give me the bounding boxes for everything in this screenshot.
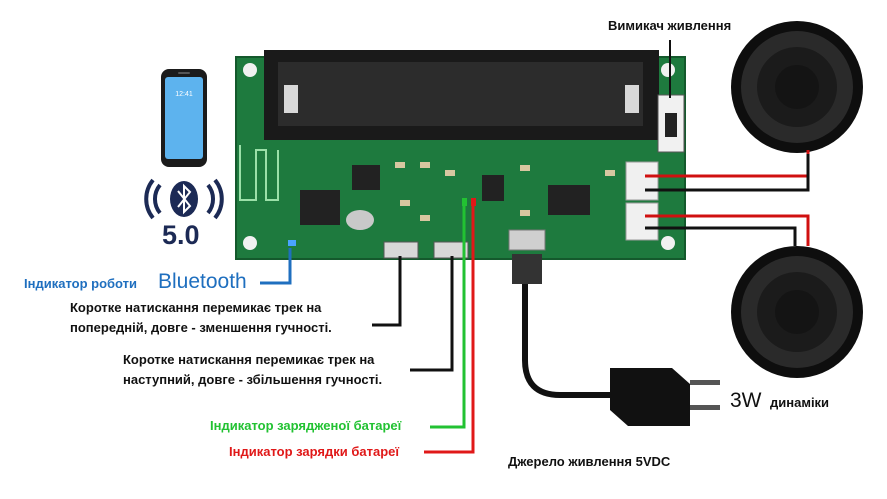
bt-version-label: 5.0 bbox=[162, 220, 200, 250]
charging-indicator-label: Індикатор зарядки батареї bbox=[229, 444, 400, 459]
watt-label: 3W bbox=[730, 389, 762, 412]
bluetooth-icon bbox=[144, 178, 224, 220]
power-switch-label: Вимикач живлення bbox=[608, 18, 732, 33]
phone-icon: 12:41 bbox=[161, 69, 207, 167]
power-adapter bbox=[512, 254, 720, 426]
speaker-top bbox=[731, 21, 863, 153]
charged-indicator-label: Індикатор зарядженої батареї bbox=[210, 418, 402, 433]
callout-lines bbox=[260, 40, 671, 454]
next-button-label: Коротке натискання перемикає трек на нас… bbox=[123, 352, 383, 387]
bluetooth-label: Bluetooth bbox=[158, 270, 247, 293]
prev-button-label: Коротке натискання перемикає трек на поп… bbox=[70, 300, 332, 335]
speaker-bottom bbox=[731, 246, 863, 378]
work-indicator-label: Індикатор роботи bbox=[24, 276, 138, 291]
speaker-wires bbox=[645, 150, 810, 246]
power-source-label: Джерело живлення 5VDC bbox=[508, 454, 671, 469]
svg-text:12:41: 12:41 bbox=[175, 91, 193, 98]
pcb-board bbox=[235, 50, 686, 260]
speakers-label: динаміки bbox=[770, 395, 830, 410]
